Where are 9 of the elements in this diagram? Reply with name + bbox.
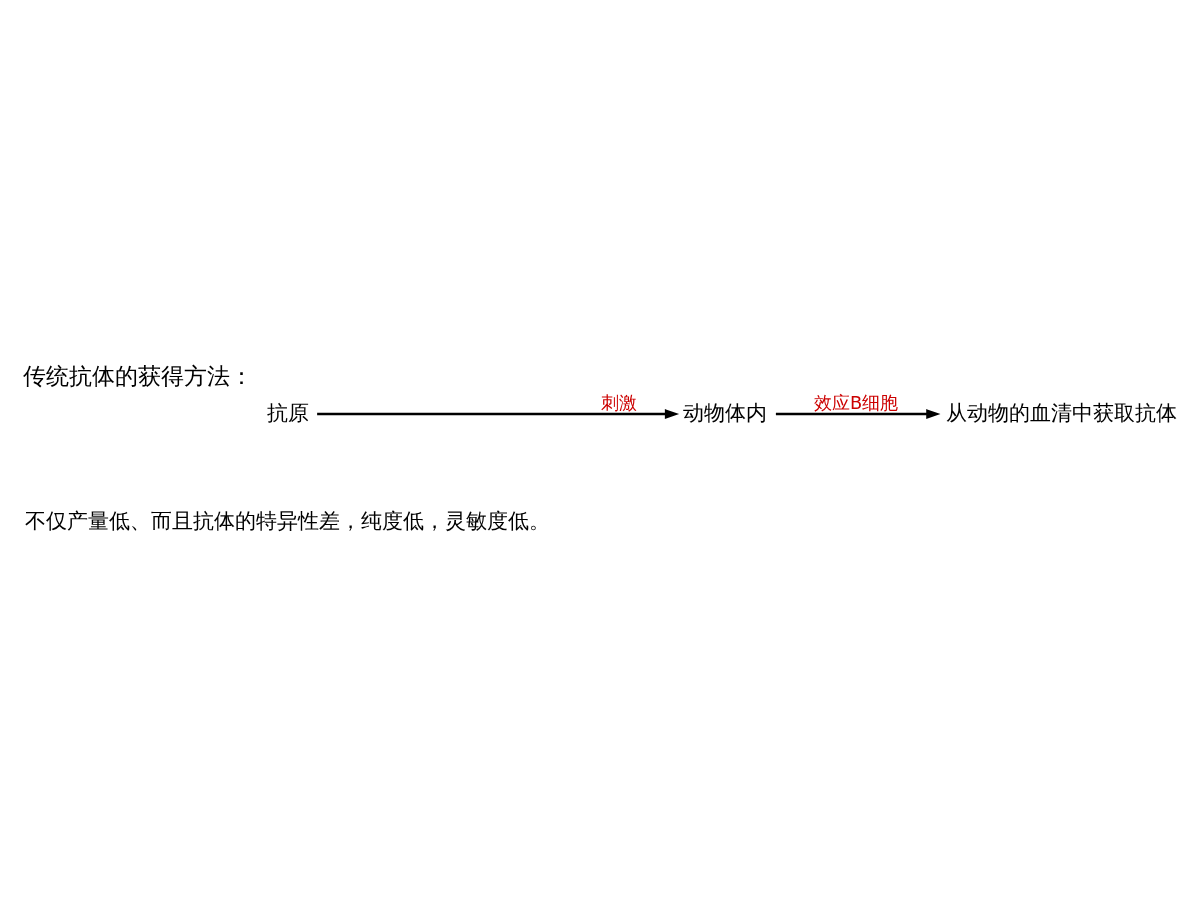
node-text: 从动物的血清中获取抗体 bbox=[945, 399, 1177, 425]
edge-label: 刺激 bbox=[600, 392, 637, 413]
arrow bbox=[317, 409, 680, 419]
arrow bbox=[775, 409, 941, 419]
diagram-title: 传统抗体的获得方法： bbox=[22, 362, 253, 389]
edge-label: 效应B细胞 bbox=[813, 392, 899, 413]
node-text: 动物体内 bbox=[683, 399, 768, 425]
node-text: 抗原 bbox=[267, 399, 309, 425]
label: 不仅产量低、而且抗体的特异性差，纯度低，灵敏度低。 bbox=[25, 507, 551, 533]
